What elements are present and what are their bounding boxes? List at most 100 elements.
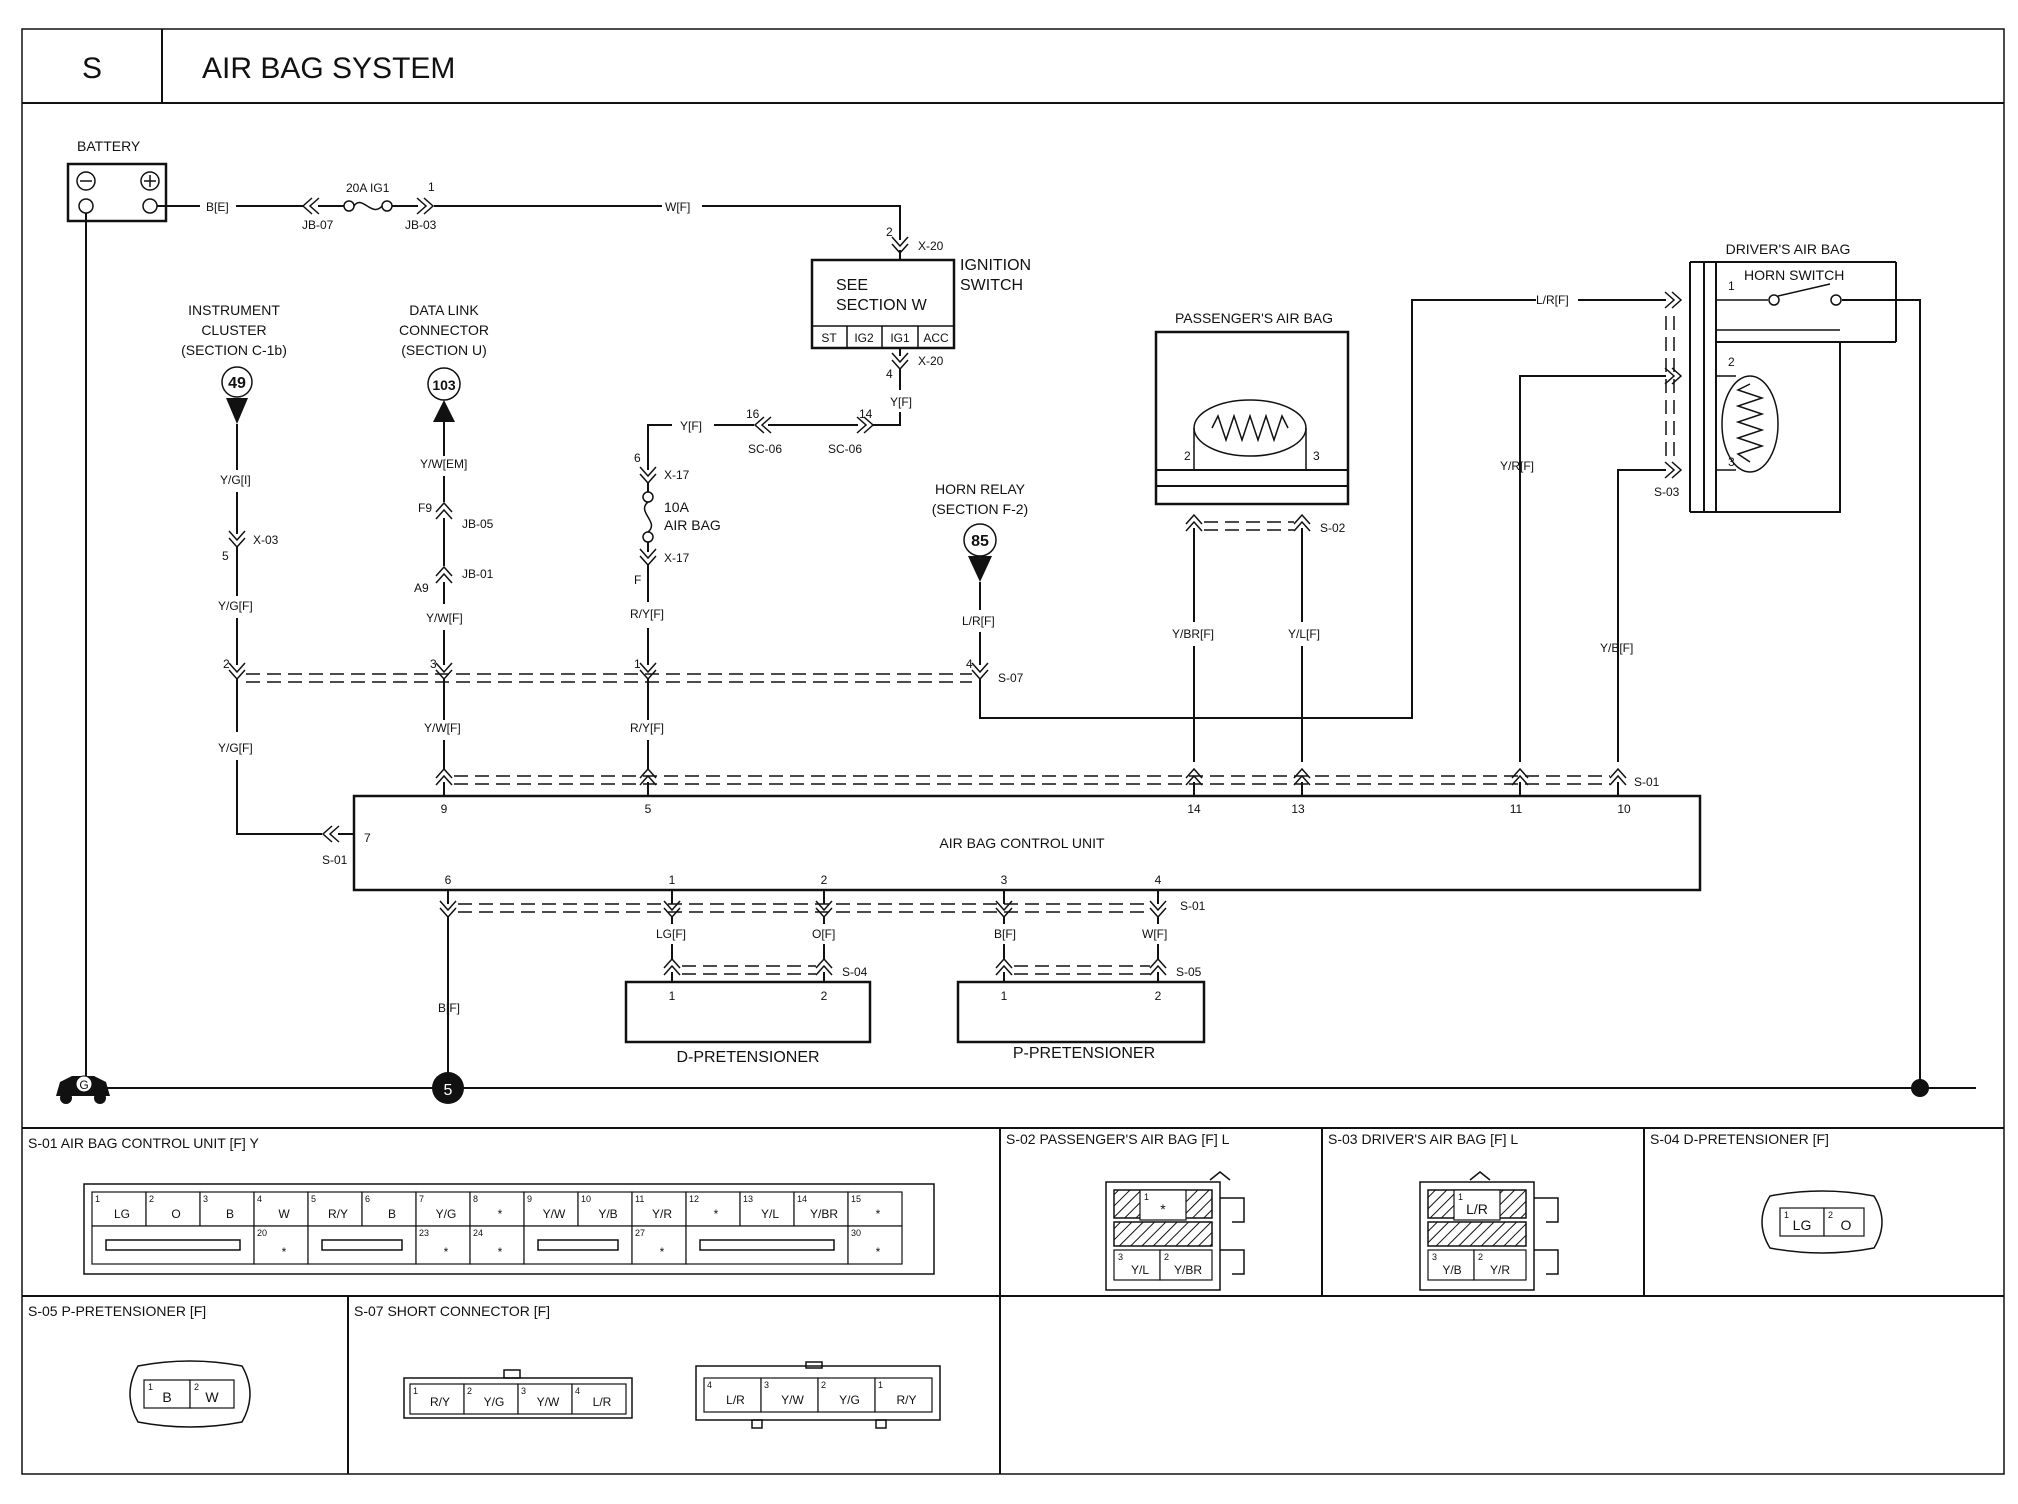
s07-left-pin-3: 3Y/W (517, 1383, 573, 1415)
see-section-label-1: SEE (836, 277, 868, 294)
s01-pin-24-label: * (498, 1245, 503, 1259)
s07-left-pin-1: 1R/Y (409, 1383, 465, 1415)
ign-position-ig2: IG2 (854, 331, 874, 345)
s07-right-pin-1: 1R/Y (874, 1377, 933, 1413)
drivers-air-bag: DRIVER'S AIR BAG HORN SWITCH 1 2 3 (1689, 241, 1921, 1086)
s07-left-pin-3-label: Y/W (537, 1395, 560, 1409)
p-pretensioner: 1 2 P-PRETENSIONER (956, 980, 1206, 1062)
connector-sc-06-right: SC-06 (828, 442, 862, 456)
passengers-air-bag-label: PASSENGER'S AIR BAG (1175, 310, 1333, 326)
connector-jb-03: JB-03 (405, 218, 437, 232)
ground-g-label: G (79, 1078, 88, 1092)
s07-view-title: S-07 SHORT CONNECTOR [F] (354, 1303, 550, 1319)
s07-left-pin-3-number: 3 (521, 1386, 526, 1396)
s01-pin-23-number: 23 (419, 1228, 429, 1238)
s04-pin-2-number: 2 (1828, 1210, 1833, 1220)
s02-pin-2-number: 2 (1164, 1252, 1169, 1262)
driver-inflator-icon (1721, 375, 1779, 473)
wire-label-w-f: W[F] (665, 200, 690, 214)
pin-jb05-f9: F9 (418, 501, 432, 515)
s01-pin-6: 6B (361, 1191, 417, 1227)
connector-s-07: S-07 (998, 671, 1024, 685)
s03-pin-3-label: Y/B (1442, 1263, 1461, 1277)
pin-cu-3: 3 (1001, 873, 1008, 887)
s02-pin-1-label: * (1160, 1201, 1166, 1217)
wire-label-pass-2: Y/BR[F] (1172, 627, 1214, 641)
battery: BATTERY (66, 138, 168, 223)
s02-connector-face: 1 * 3 Y/L 2 Y/BR (1105, 1171, 1245, 1291)
horn-relay-label-1: HORN RELAY (935, 481, 1026, 497)
pin-dab-3: 3 (1728, 455, 1735, 469)
s07-left-pin-2-number: 2 (467, 1386, 472, 1396)
page-frame (21, 28, 2005, 1475)
pin-x17-6: 6 (634, 451, 641, 465)
connector-s-01-bottom: S-01 (1180, 899, 1206, 913)
s03-view-title: S-03 DRIVER'S AIR BAG [F] L (1328, 1131, 1518, 1147)
pin-s07-4: 4 (966, 657, 973, 671)
s07-connector-face-right: 4L/R3Y/W2Y/G1R/Y (695, 1361, 941, 1429)
s07-left-pin-1-number: 1 (413, 1386, 418, 1396)
pin-cu-4: 4 (1155, 873, 1162, 887)
battery-positive-icon (140, 171, 160, 191)
horn-switch-label: HORN SWITCH (1744, 267, 1844, 283)
wire-label-dpt-1: LG[F] (656, 927, 686, 941)
pin-cu-14: 14 (1187, 802, 1201, 816)
s01-pin-1: 1LG (91, 1191, 147, 1227)
connector-s-03: S-03 (1654, 485, 1680, 499)
s04-pin-2-label: O (1841, 1217, 1852, 1233)
s01-blank-slot (91, 1225, 255, 1265)
instrument-cluster-label-2: CLUSTER (201, 322, 266, 338)
fuse-10a-airbag: 10A AIR BAG (642, 482, 721, 543)
s07-left-pin-1-label: R/Y (430, 1395, 450, 1409)
s01-pin-11-number: 11 (635, 1194, 644, 1204)
s07-right-pin-1-label: R/Y (896, 1393, 916, 1407)
s07-right-pin-2-number: 2 (821, 1380, 826, 1390)
s07-left-pin-2-label: Y/G (484, 1395, 505, 1409)
ign-position-ig1: IG1 (890, 331, 910, 345)
s05-pin-2-number: 2 (194, 1382, 199, 1392)
connector-x-17-bottom: X-17 (664, 551, 690, 565)
pin-ppt-2: 2 (1155, 989, 1162, 1003)
battery-label: BATTERY (77, 138, 141, 154)
s01-pin-27-label: * (660, 1245, 665, 1259)
pin-cu-11: 11 (1510, 802, 1523, 816)
s02-pin-3-label: Y/L (1131, 1263, 1149, 1277)
passengers-air-bag: PASSENGER'S AIR BAG 2 3 (1154, 310, 1350, 506)
instrument-cluster-ref: INSTRUMENT CLUSTER (SECTION C-1b) 49 (181, 302, 287, 424)
wire-label-r-y-bottom: R/Y[F] (630, 721, 664, 735)
wire-label-driver-3: Y/B[F] (1600, 641, 1633, 655)
s01-pin-8: 8* (469, 1191, 525, 1227)
wire-label-ign-y: Y[F] (890, 395, 912, 409)
wire-label-b-e: B[E] (206, 200, 229, 214)
wire-label-pass-3: Y/L[F] (1288, 627, 1320, 641)
pin-dpt-1: 1 (669, 989, 676, 1003)
ign-position-st: ST (821, 331, 837, 345)
connector-x-20-top: X-20 (918, 239, 944, 253)
pin-x20-2: 2 (886, 225, 893, 239)
wire-label-ign-to-fuse: Y[F] (680, 419, 702, 433)
d-pretensioner-label: D-PRETENSIONER (676, 1049, 819, 1066)
s07-right-pin-2: 2Y/G (817, 1377, 876, 1413)
pin-dpt-2: 2 (821, 989, 828, 1003)
s01-pin-20-number: 20 (257, 1228, 267, 1238)
s05-pin-2-label: W (205, 1389, 219, 1405)
ignition-switch-label-2: SWITCH (960, 277, 1023, 294)
s01-pin-12: 12* (685, 1191, 741, 1227)
s01-pin-30-label: * (876, 1245, 881, 1259)
s01-pin-15: 15* (847, 1191, 903, 1227)
s01-pin-11: 11Y/R (631, 1191, 687, 1227)
s01-pin-5-label: R/Y (328, 1207, 348, 1221)
instrument-cluster-label-3: (SECTION C-1b) (181, 342, 287, 358)
s05-connector-face: 1 B 2 W (129, 1360, 251, 1428)
s03-pin-1-number: 1 (1458, 1192, 1463, 1202)
s07-left-pin-4: 4L/R (571, 1383, 627, 1415)
pin-cu-10: 10 (1617, 802, 1631, 816)
connector-s-01-top: S-01 (1634, 775, 1660, 789)
s01-pin-27: 27* (631, 1225, 687, 1265)
s01-pin-3-number: 3 (203, 1194, 208, 1204)
s01-pin-10: 10Y/B (577, 1191, 633, 1227)
connector-jb-07: JB-07 (302, 218, 334, 232)
connector-x-20-bottom: X-20 (918, 354, 944, 368)
s01-pin-30-number: 30 (851, 1228, 861, 1238)
